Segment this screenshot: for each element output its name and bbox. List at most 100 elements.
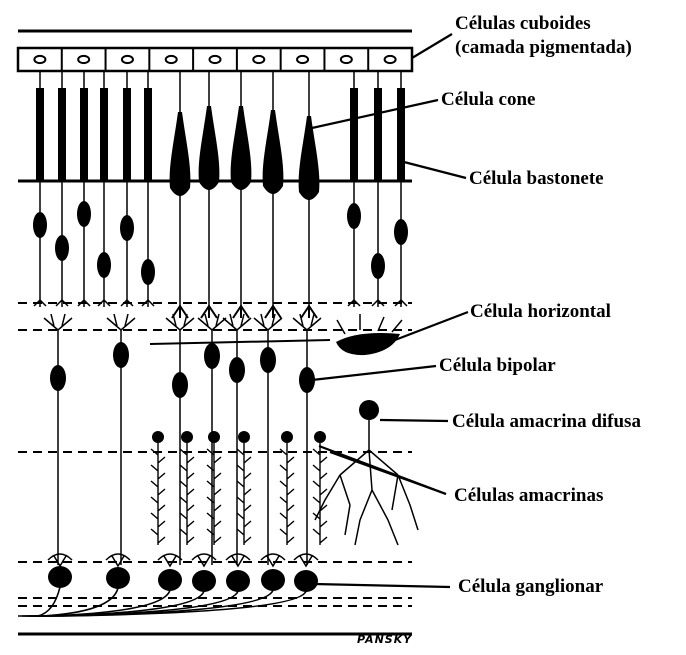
photoreceptor-cells [33,71,408,565]
ganglion-dendrites [226,554,250,566]
rod-spherule [56,300,68,307]
bipolar-nucleus [260,347,276,373]
cone-inner-segment [170,112,191,196]
rod-nucleus [394,219,408,245]
cuboidal-cell-nucleus [122,56,133,63]
label-amacrine-cells: Células amacrinas [454,484,603,507]
rod-nucleus [120,215,134,241]
amacrine-cell-body [281,431,293,443]
amacrine-cell-body [181,431,193,443]
artist-signature: PANSKY [357,628,412,651]
amacrine-cell-branches [280,443,294,545]
cuboidal-cell-nucleus [385,56,396,63]
cone-inner-segment [199,106,220,190]
bipolar-dendrites [254,314,282,330]
rod-outer-segment [144,88,152,180]
rod-spherule [98,300,110,307]
rod-outer-segment [36,88,44,180]
label-leader-line [380,420,448,421]
rod-spherule [34,300,46,307]
cuboidal-cell-nucleus [341,56,352,63]
cuboidal-cell-nucleus [78,56,89,63]
ganglion-cell-body [226,570,250,592]
ganglion-cell-body [192,570,216,592]
cone-pedicle [172,306,188,318]
bipolar-nucleus [204,343,220,369]
amacrine-cell-body [314,431,326,443]
rod-nucleus [55,235,69,261]
cone-pedicle [201,306,217,318]
rod-nucleus [371,253,385,279]
rod-outer-segment [397,88,405,180]
rod-outer-segment [80,88,88,180]
label-leader-line [412,34,452,58]
diffuse-amacrine-branches [315,420,418,545]
ganglion-axon [34,591,238,616]
rod-spherule [121,300,133,307]
rod-spherule [142,300,154,307]
rod-outer-segment [123,88,131,180]
ganglion-axon [42,591,306,616]
label-leader-line [312,366,436,380]
pigment-epithelium [18,48,412,71]
cuboidal-cell-nucleus [166,56,177,63]
ganglion-cell-body [261,569,285,591]
horizontal-cell-body [336,333,400,355]
rod-spherule [348,300,360,307]
label-ganglion-cell: Célula ganglionar [458,575,603,598]
rod-nucleus [33,212,47,238]
cone-pedicle [265,306,281,318]
rod-nucleus [97,252,111,278]
bipolar-dendrites [44,314,72,330]
ganglion-dendrites [158,554,182,566]
rod-outer-segment [374,88,382,180]
rod-nucleus [347,203,361,229]
ganglion-dendrites [261,554,285,566]
rod-nucleus [141,259,155,285]
bipolar-nucleus [172,372,188,398]
amacrine-cell-branches [313,443,327,545]
rod-spherule [78,300,90,307]
label-rod-cell: Célula bastonete [469,167,604,190]
amacrine-cell-body [238,431,250,443]
label-bipolar-cell: Célula bipolar [439,354,556,377]
rod-nucleus [77,201,91,227]
ganglion-cell-body [48,566,72,588]
label-leader-line [395,312,468,340]
ganglion-cell-body [106,567,130,589]
ganglion-dendrites [48,554,72,566]
rod-spherule [395,300,407,307]
rod-spherule [372,300,384,307]
label-leader-line [319,446,446,494]
bipolar-nucleus [229,357,245,383]
ganglion-axon [18,587,60,616]
ganglion-cell-body [158,569,182,591]
horizontal-cell-process [150,340,330,344]
ganglion-dendrites [106,554,130,566]
diffuse-amacrine-body [359,400,379,420]
cone-inner-segment [299,116,320,200]
ganglion-cell-body [294,570,318,592]
cuboidal-cell-nucleus [210,56,221,63]
bipolar-dendrites [107,314,135,330]
label-cone-cell: Célula cone [441,88,535,111]
amacrine-cell-branches [207,443,221,545]
cuboidal-cell-nucleus [297,56,308,63]
amacrine-cells [151,400,418,545]
label-cuboidal-cells: Células cuboides [455,12,591,35]
label-diffuse-amacrine-cell: Célula amacrina difusa [452,410,641,433]
rod-outer-segment [58,88,66,180]
amacrine-cell-branches [180,443,194,545]
rod-outer-segment [100,88,108,180]
label-leader-line [404,162,466,178]
amacrine-cell-branches [151,443,165,545]
label-leader-lines [312,34,468,587]
bipolar-nucleus [113,342,129,368]
amacrine-cell-body [208,431,220,443]
bipolar-nucleus [50,365,66,391]
amacrine-cell-branches [237,443,251,545]
cone-pedicle [233,306,249,318]
ganglion-dendrites [294,554,318,566]
label-pigment-layer: (camada pigmentada) [455,36,632,59]
